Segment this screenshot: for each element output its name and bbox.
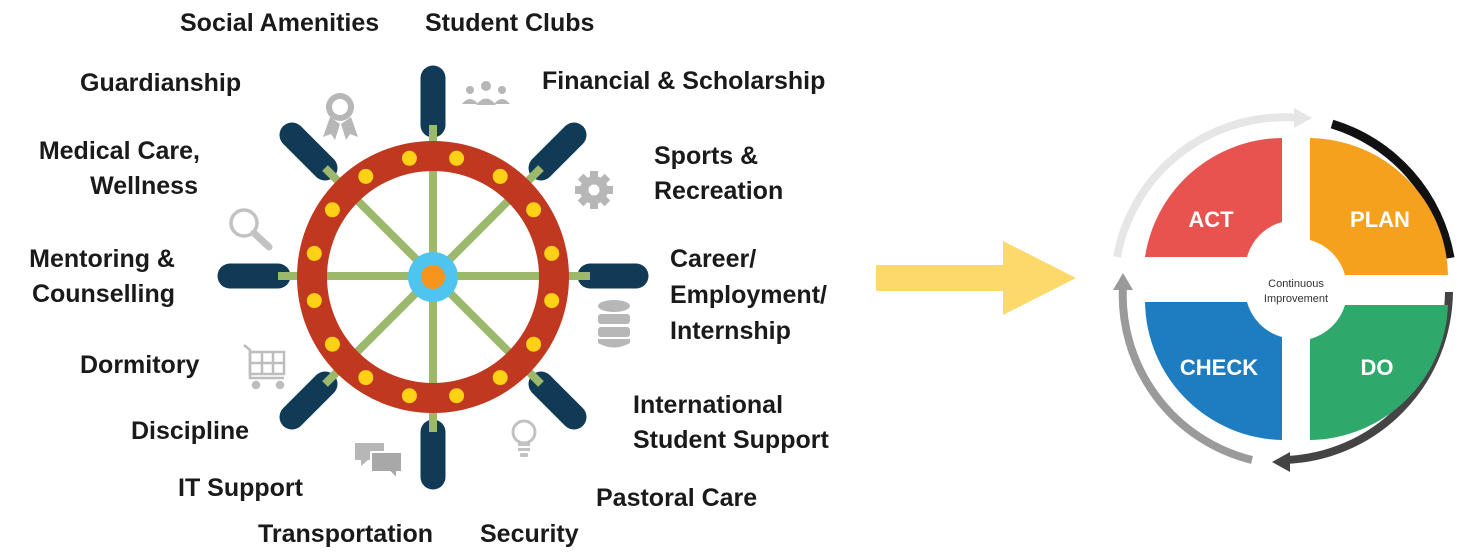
label-pastoral-care: Pastoral Care xyxy=(596,484,758,512)
handle-bottom-left xyxy=(279,371,338,430)
label-international-line2: Student Support xyxy=(633,426,829,454)
rim-dot xyxy=(526,336,542,352)
database-icon xyxy=(598,300,630,348)
label-career-line3: Internship xyxy=(670,317,791,345)
quadrant-act-label: ACT xyxy=(1188,207,1234,232)
cycle-arrow-mid xyxy=(1118,284,1253,464)
label-career-line2: Employment/ xyxy=(670,281,827,309)
center-label-line1: Continuous xyxy=(1268,278,1324,290)
shopping-cart-icon xyxy=(243,344,286,390)
quadrant-do xyxy=(1310,305,1448,440)
rim-dot xyxy=(492,370,508,386)
wheel-handles xyxy=(217,65,649,490)
rim-dot xyxy=(324,202,340,218)
ship-wheel xyxy=(217,65,649,490)
label-guardianship: Guardianship xyxy=(80,69,242,97)
label-transportation: Transportation xyxy=(258,520,434,548)
quadrant-act xyxy=(1145,138,1282,257)
rim-dot xyxy=(401,150,417,166)
rim-dot xyxy=(324,336,340,352)
rim-dot xyxy=(544,245,560,261)
rim-dot xyxy=(449,388,465,404)
pdca-cycle: ACT PLAN CHECK DO Continuous Improvement xyxy=(1113,108,1455,472)
wheel-rim-dots xyxy=(306,150,560,404)
wheel-hub-center xyxy=(421,265,445,289)
handle-top-right xyxy=(528,122,587,181)
quadrant-check-label: CHECK xyxy=(1180,355,1258,380)
arrow-to-pdca xyxy=(876,241,1076,315)
gear-icon xyxy=(575,171,613,209)
label-security: Security xyxy=(480,520,579,548)
label-student-clubs: Student Clubs xyxy=(425,9,595,37)
people-icon xyxy=(462,81,510,105)
chat-icon xyxy=(355,443,403,482)
label-medical-care-line1: Medical Care, xyxy=(38,137,200,165)
cycle-arrow-light xyxy=(1113,113,1301,258)
label-sports-line1: Sports & xyxy=(654,142,759,170)
label-medical-care-line2: Wellness xyxy=(90,172,198,200)
rim-dot xyxy=(526,202,542,218)
rim-dot xyxy=(358,370,374,386)
label-financial-scholarship: Financial & Scholarship xyxy=(542,67,826,95)
cycle-arrow-dark xyxy=(1330,119,1455,259)
label-social-amenities: Social Amenities xyxy=(180,9,380,37)
quadrant-do-label: DO xyxy=(1361,355,1394,380)
center-label-line2: Improvement xyxy=(1264,293,1328,305)
rim-dot xyxy=(306,245,322,261)
label-sports-line2: Recreation xyxy=(654,177,784,205)
handle-bottom-right xyxy=(528,371,587,430)
label-career-line1: Career/ xyxy=(670,245,757,273)
wheel-rim xyxy=(297,141,569,413)
handle-top-left xyxy=(279,122,338,181)
label-discipline: Discipline xyxy=(131,417,250,445)
rim-dot xyxy=(358,168,374,184)
quadrant-check xyxy=(1145,302,1282,440)
rim-dot xyxy=(401,388,417,404)
label-it-support: IT Support xyxy=(178,474,303,502)
label-mentoring-line1: Mentoring & xyxy=(29,245,175,273)
label-dormitory: Dormitory xyxy=(80,351,200,379)
quadrant-plan xyxy=(1310,138,1448,275)
rim-dot xyxy=(492,168,508,184)
rim-dot xyxy=(449,150,465,166)
lightbulb-icon xyxy=(511,419,537,457)
quadrant-plan-label: PLAN xyxy=(1350,207,1410,232)
rim-dot xyxy=(306,293,322,309)
magnifier-icon xyxy=(229,208,273,251)
label-international-line1: International xyxy=(633,391,784,419)
rim-dot xyxy=(544,293,560,309)
award-icon xyxy=(323,93,358,140)
label-mentoring-line2: Counselling xyxy=(31,280,175,308)
pdca-center xyxy=(1249,243,1343,337)
